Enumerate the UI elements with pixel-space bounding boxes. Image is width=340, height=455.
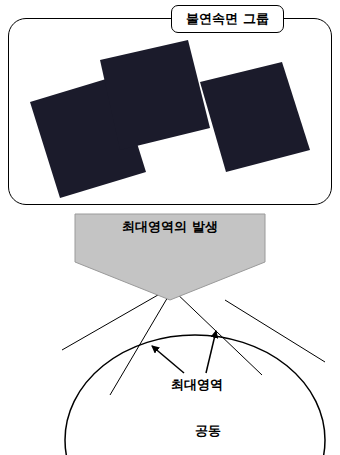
group-heading: 불연속면 그룹 bbox=[171, 5, 284, 33]
cavity-label: 공동 bbox=[195, 422, 221, 440]
discontinuity-plane bbox=[200, 62, 310, 172]
block-arrow bbox=[75, 214, 265, 300]
region-label: 최대영역 bbox=[171, 376, 223, 394]
joint-line bbox=[225, 300, 325, 362]
pointer-arrow bbox=[152, 346, 184, 373]
arrow-label: 최대영역의 발생 bbox=[122, 218, 218, 236]
pointer-arrow bbox=[206, 331, 216, 373]
group-frame: 불연속면 그룹 bbox=[8, 18, 332, 205]
discontinuity-plane bbox=[100, 40, 210, 150]
